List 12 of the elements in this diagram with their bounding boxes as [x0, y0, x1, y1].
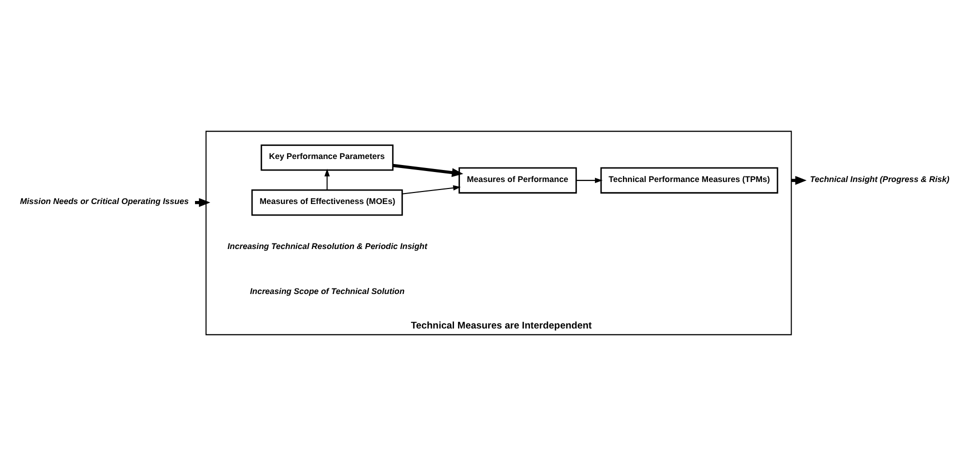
- node-text: Technical Insight (Progress & Risk): [810, 174, 950, 184]
- arrow: [324, 168, 330, 190]
- arrow: [576, 178, 603, 184]
- node-box: Measures of Performance: [458, 167, 577, 194]
- label: Increasing Scope of Technical Solution: [250, 286, 405, 296]
- node-box: Measures of Effectiveness (MOEs): [251, 189, 403, 216]
- arrow: [402, 185, 461, 194]
- node-box: Key Performance Parameters: [260, 144, 394, 171]
- node-box: Technical Performance Measures (TPMs): [600, 167, 778, 194]
- label: Increasing Technical Resolution & Periodic Insight: [227, 240, 428, 251]
- arrow: [392, 164, 464, 178]
- node-text: Mission Needs or Critical Operating Issues: [20, 196, 189, 206]
